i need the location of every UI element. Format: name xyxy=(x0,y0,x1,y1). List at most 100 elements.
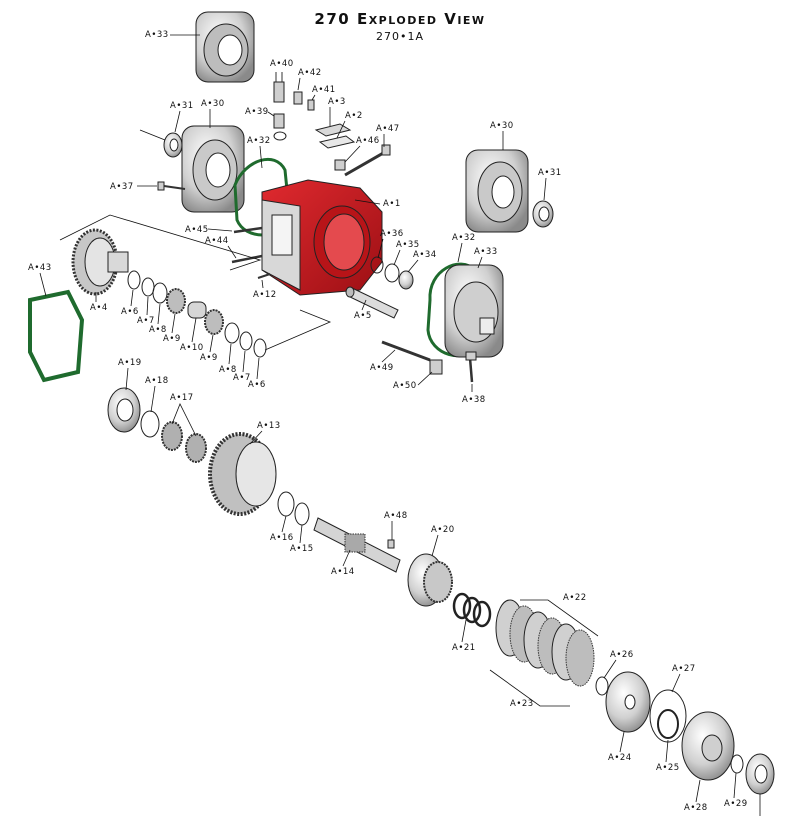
diagram-title: 270 Exploded View xyxy=(314,10,486,28)
diagram-subtitle: 270•1A xyxy=(375,30,424,43)
fitting-a42 xyxy=(293,91,303,105)
washer-a6-right xyxy=(253,338,267,358)
label-a4: A•4 xyxy=(90,303,108,313)
label-a16: A•16 xyxy=(270,533,294,543)
washer-a39 xyxy=(273,113,287,141)
label-a17: A•17 xyxy=(170,393,194,403)
label-a31-left: A•31 xyxy=(170,101,194,111)
washer-a8-right xyxy=(224,322,240,344)
label-a15: A•15 xyxy=(290,544,314,554)
label-a43: A•43 xyxy=(28,263,52,273)
bearing-a17-b xyxy=(185,433,207,463)
bearing-a17-a xyxy=(161,421,183,451)
label-a28: A•28 xyxy=(684,803,708,813)
label-a49: A•49 xyxy=(370,363,394,373)
bolt-a44 xyxy=(231,254,263,264)
label-a8-right: A•8 xyxy=(219,365,237,375)
cover-a28 xyxy=(681,711,735,781)
label-a10: A•10 xyxy=(180,343,204,353)
fitting-a40 xyxy=(273,72,285,103)
washer-a29 xyxy=(730,754,744,774)
label-a50: A•50 xyxy=(393,381,417,391)
clip-a15 xyxy=(294,502,310,526)
shaft-a5 xyxy=(345,286,399,319)
label-a21: A•21 xyxy=(452,643,476,653)
washer-a7-left xyxy=(141,277,155,297)
ring-a26 xyxy=(595,676,609,696)
ring-a27 xyxy=(649,689,687,743)
label-a3: A•3 xyxy=(328,97,346,107)
spacer-a10 xyxy=(187,301,207,319)
washer-a7-right xyxy=(239,331,253,351)
cover-a33-top xyxy=(195,11,255,83)
label-a26: A•26 xyxy=(610,650,634,660)
bearing-a9-right xyxy=(204,309,224,335)
label-a9-left: A•9 xyxy=(163,334,181,344)
cover-a33-right xyxy=(444,264,504,358)
label-a41: A•41 xyxy=(312,85,336,95)
snap-ring-a25 xyxy=(657,709,679,739)
label-a7-right: A•7 xyxy=(233,373,251,383)
bearing-a19 xyxy=(107,387,141,433)
label-a20: A•20 xyxy=(431,525,455,535)
label-a37: A•37 xyxy=(110,182,134,192)
label-a48: A•48 xyxy=(384,511,408,521)
seal-a31-left xyxy=(163,132,183,158)
label-a24: A•24 xyxy=(608,753,632,763)
label-a35: A•35 xyxy=(396,240,420,250)
bearing-a9-left xyxy=(166,288,186,314)
bolt-a45 xyxy=(233,226,263,234)
spring-a21 xyxy=(452,592,492,628)
pin-a12 xyxy=(257,273,271,279)
washer-a18 xyxy=(140,410,160,438)
label-a33-top: A•33 xyxy=(145,30,169,40)
ring-a36 xyxy=(370,256,384,274)
label-a6-left: A•6 xyxy=(121,307,139,317)
shaft-a14 xyxy=(313,517,401,573)
label-a13: A•13 xyxy=(257,421,281,431)
label-a40: A•40 xyxy=(270,59,294,69)
plate-a24 xyxy=(605,671,651,733)
plate-a3 xyxy=(314,123,352,137)
label-a25: A•25 xyxy=(656,763,680,773)
shim-a2 xyxy=(318,135,356,149)
label-a6-right: A•6 xyxy=(248,380,266,390)
label-a31-right: A•31 xyxy=(538,168,562,178)
cover-a30-left xyxy=(181,125,245,213)
bolt-a37 xyxy=(157,181,186,191)
label-a34: A•34 xyxy=(413,250,437,260)
label-a47: A•47 xyxy=(376,124,400,134)
label-a29: A•29 xyxy=(724,799,748,809)
label-a9-right: A•9 xyxy=(200,353,218,363)
label-a8-left: A•8 xyxy=(149,325,167,335)
label-a14: A•14 xyxy=(331,567,355,577)
label-a46: A•46 xyxy=(356,136,380,146)
label-a36: A•36 xyxy=(380,229,404,239)
label-a18: A•18 xyxy=(145,376,169,386)
rod-a49 xyxy=(381,340,431,362)
ring-a34 xyxy=(398,270,414,290)
label-a33-right: A•33 xyxy=(474,247,498,257)
key-a48 xyxy=(387,539,395,549)
label-a22: A•22 xyxy=(563,593,587,603)
washer-a6-left xyxy=(127,270,141,290)
cover-a30-right xyxy=(465,149,529,233)
fitting-a50 xyxy=(429,359,443,375)
label-a32-right: A•32 xyxy=(452,233,476,243)
label-a23: A•23 xyxy=(510,699,534,709)
label-a7-left: A•7 xyxy=(137,316,155,326)
seal-a31-right xyxy=(532,200,554,228)
gasket-a43 xyxy=(28,289,85,383)
hub-a20 xyxy=(407,553,453,607)
clutch-pack-a22 xyxy=(495,599,595,687)
label-a19: A•19 xyxy=(118,358,142,368)
label-a45: A•45 xyxy=(185,225,209,235)
label-a27: A•27 xyxy=(672,664,696,674)
ring-a35 xyxy=(384,263,400,283)
washer-a8-left xyxy=(152,282,168,304)
label-a5: A•5 xyxy=(354,311,372,321)
gear-a13 xyxy=(208,432,277,516)
ring-a16 xyxy=(277,491,295,517)
label-a2: A•2 xyxy=(345,111,363,121)
